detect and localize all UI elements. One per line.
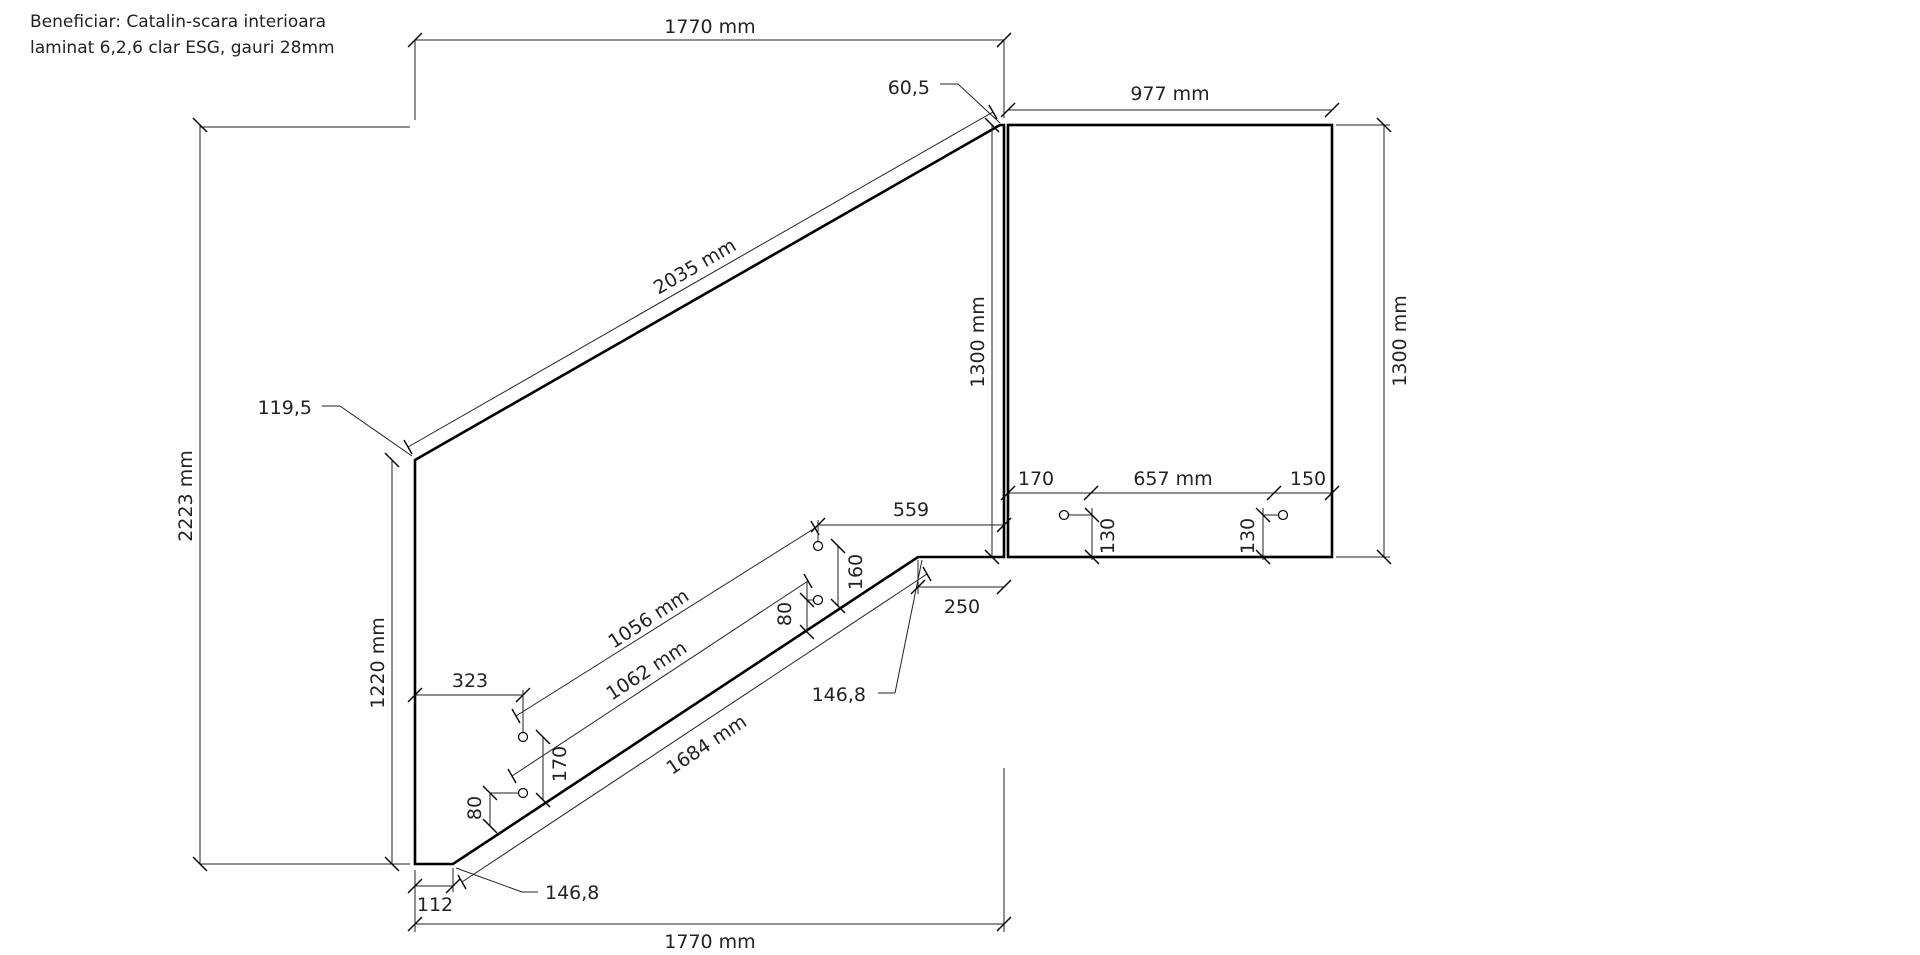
header-glass-spec: laminat 6,2,6 clar ESG, gauri 28mm (30, 38, 335, 58)
right-panel-outline (1006, 123, 1334, 559)
label-diagonal-bottom: 1684 mm (662, 711, 750, 780)
hole-stair-4 (812, 594, 824, 606)
label-panel-hole-height-right: 130 (1237, 518, 1259, 554)
dim-hole-line-upper (511, 520, 820, 724)
label-hole-offset-left: 323 (452, 670, 488, 692)
dim-hole-offset-right (810, 517, 1012, 541)
leader-corner-left (322, 405, 413, 457)
header-beneficiary: Beneficiar: Catalin-scara interioara (30, 12, 327, 32)
label-diagonal-top: 2035 mm (650, 234, 740, 299)
dim-panel-hole-height-right (1255, 507, 1278, 565)
label-hole-rise-right: 160 (845, 554, 867, 590)
dim-step-right (910, 560, 1012, 595)
dim-hole-rise-left (535, 729, 551, 808)
label-hole-offset-right: 559 (893, 499, 929, 521)
dim-panel-height (1336, 117, 1392, 565)
leader-corner-bottom-left (455, 867, 538, 893)
dim-inner-height (984, 117, 1000, 565)
label-panel-height: 1300 mm (1389, 295, 1411, 386)
dim-bottom-width (407, 768, 1012, 932)
label-bottom-width: 1770 mm (664, 931, 755, 953)
leader-corner-top-right (940, 83, 1001, 124)
dim-total-height (192, 117, 410, 872)
label-left-height: 1220 mm (367, 617, 389, 708)
label-total-height: 2223 mm (175, 450, 197, 541)
label-panel-width: 977 mm (1130, 83, 1209, 105)
stair-panel-outline (413, 123, 1006, 866)
dim-hole-offset-left (407, 687, 531, 732)
label-bottom-step: 112 (417, 894, 453, 916)
hole-stair-3 (812, 540, 824, 552)
dim-panel-hole-line (1000, 485, 1340, 501)
label-hole-spacing-right: 80 (774, 602, 796, 626)
dim-left-height (384, 452, 400, 872)
label-panel-hole-left: 170 (1018, 468, 1054, 490)
label-inner-height: 1300 mm (967, 296, 989, 387)
dim-hole-spacing-right (799, 582, 815, 640)
label-panel-hole-span: 657 mm (1133, 468, 1212, 490)
label-top-width: 1770 mm (664, 16, 755, 38)
label-corner-left: 119,5 (258, 397, 312, 419)
hole-panel-left (1058, 509, 1070, 521)
label-hole-rise-left: 170 (549, 746, 571, 782)
dim-hole-line-lower (507, 573, 813, 784)
dim-diagonal-top (403, 104, 998, 455)
label-corner-bottom-left: 146,8 (545, 882, 599, 904)
dim-bottom-step (407, 868, 461, 894)
hole-stair-1 (517, 731, 529, 743)
hole-panel-right (1277, 509, 1289, 521)
label-panel-hole-height-left: 130 (1097, 518, 1119, 554)
dim-top-width (407, 32, 1012, 120)
dim-diagonal-bottom (457, 566, 932, 890)
label-corner-top-right: 60,5 (888, 77, 930, 99)
dim-panel-width (1000, 102, 1340, 118)
dim-hole-rise-right (830, 538, 846, 614)
label-hole-spacing-left: 80 (464, 796, 486, 820)
label-step-right: 250 (944, 596, 980, 618)
dim-hole-spacing-left (482, 785, 518, 834)
dim-panel-hole-height-left (1069, 507, 1100, 565)
label-corner-bottom-right: 146,8 (812, 684, 866, 706)
label-panel-hole-right: 150 (1290, 468, 1326, 490)
hole-stair-2 (517, 787, 529, 799)
